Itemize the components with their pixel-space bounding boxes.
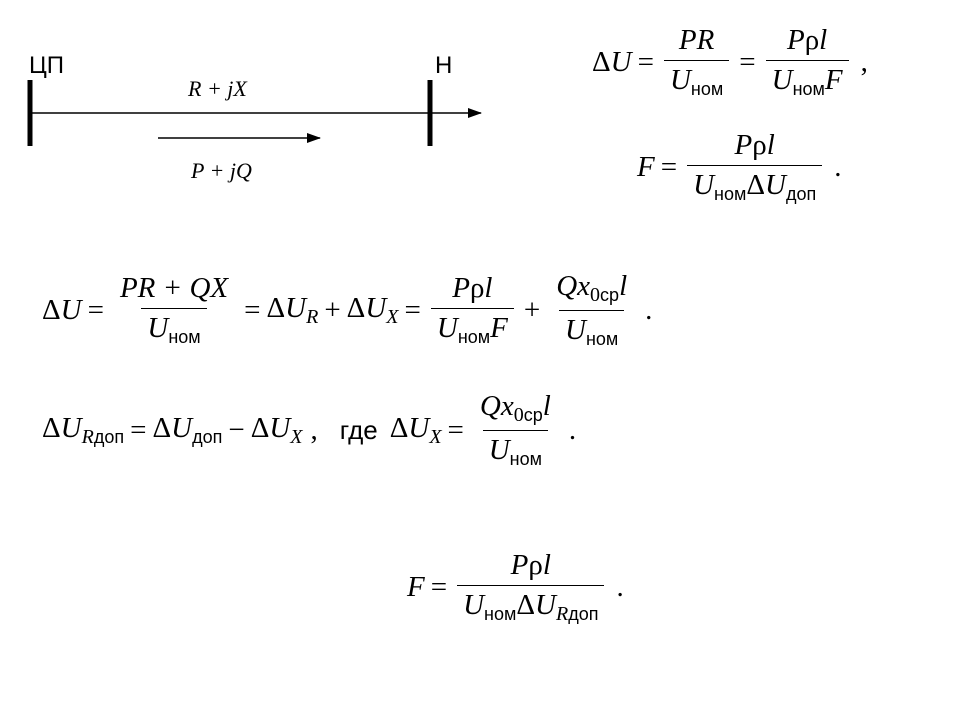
formula-delta-ur-allowed: ΔURдоп = ΔUдоп − ΔUX , где ΔUX = Qx0срl … [42,390,577,469]
definition-lhs: ΔUX [389,411,442,448]
power-label: P + jQ [191,158,252,183]
lhs: ΔU [592,45,632,78]
term-delta-u-x: ΔUX [250,411,303,448]
lhs: ΔU [42,293,82,326]
term-delta-u-allowed: ΔUдоп [152,412,223,447]
equals-sign: = [447,413,464,446]
term-delta-u-r: ΔUR [266,291,319,328]
period: . [645,293,653,326]
supply-point-label: ЦП [29,52,65,79]
formula-delta-u-full: ΔU = PR + QX Uном = ΔUR + ΔUX = Pρl Uном… [42,270,653,349]
fraction: Pρl UномF [430,274,514,346]
plus-sign: + [523,293,541,326]
equals-sign: = [404,293,421,326]
period: . [616,571,624,603]
formula-delta-u-simple: ΔU = PR Uном = Pρl UномF , [592,26,868,99]
lhs: ΔURдоп [42,411,125,448]
equals-sign: = [637,45,654,78]
lhs: F [637,150,655,183]
comma: , [310,413,318,446]
fraction: Pρl UномF [765,26,849,98]
fraction: Pρl UномΔUдоп [687,131,823,203]
fraction: Pρl UномΔURдоп [457,551,605,624]
lhs: F [407,571,425,603]
fraction: PR + QX Uном [119,272,229,347]
fraction: Qx0срl Uном [556,270,628,349]
impedance-label: R + jX [188,76,247,101]
plus-sign: + [324,293,341,326]
period: . [568,413,577,446]
equals-sign: = [87,293,104,326]
minus-sign: − [228,413,245,446]
equals-sign: = [739,45,756,78]
equals-sign: = [244,293,261,326]
formula-f-final: F = Pρl UномΔURдоп . [407,551,624,625]
comma: , [860,45,868,78]
term-delta-u-x: ΔUX [346,291,399,328]
equals-sign: = [430,571,448,603]
line-diagram [27,80,482,146]
period: . [834,150,842,183]
equals-sign: = [660,150,678,183]
formula-f-first: F = Pρl UномΔUдоп . [637,131,842,204]
equals-sign: = [130,413,147,446]
fraction: PR Uном [663,26,730,98]
load-node-label: Н [435,52,453,79]
where-word: где [339,415,378,445]
fraction: Qx0срl Uном [479,390,551,469]
